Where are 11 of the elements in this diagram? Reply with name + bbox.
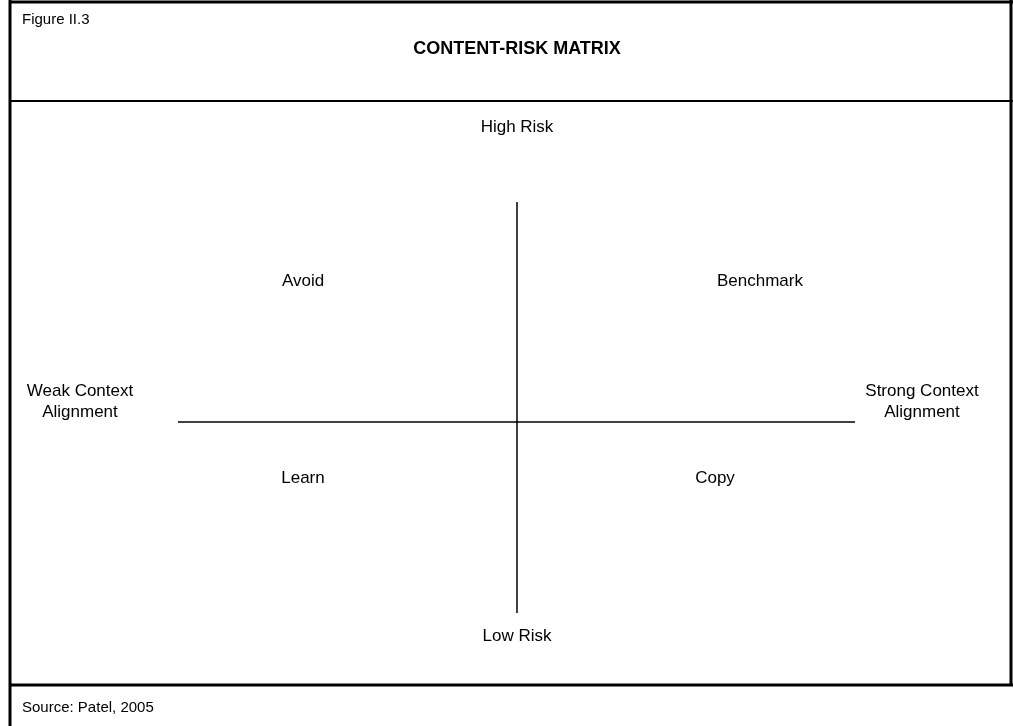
axis-label: Strong Context Alignment	[864, 380, 980, 422]
figure-number: Figure II.3	[22, 9, 90, 29]
quadrant-label: Benchmark	[717, 270, 803, 291]
axis-label: Weak Context Alignment	[25, 380, 135, 422]
axis-label: High Risk	[480, 116, 554, 137]
source-note: Source: Patel, 2005	[22, 697, 154, 717]
figure-title: CONTENT-RISK MATRIX	[413, 38, 621, 59]
axis-label: Low Risk	[482, 625, 552, 646]
quadrant-label: Avoid	[281, 270, 325, 291]
quadrant-label: Copy	[695, 467, 735, 488]
quadrant-label: Learn	[281, 467, 325, 488]
